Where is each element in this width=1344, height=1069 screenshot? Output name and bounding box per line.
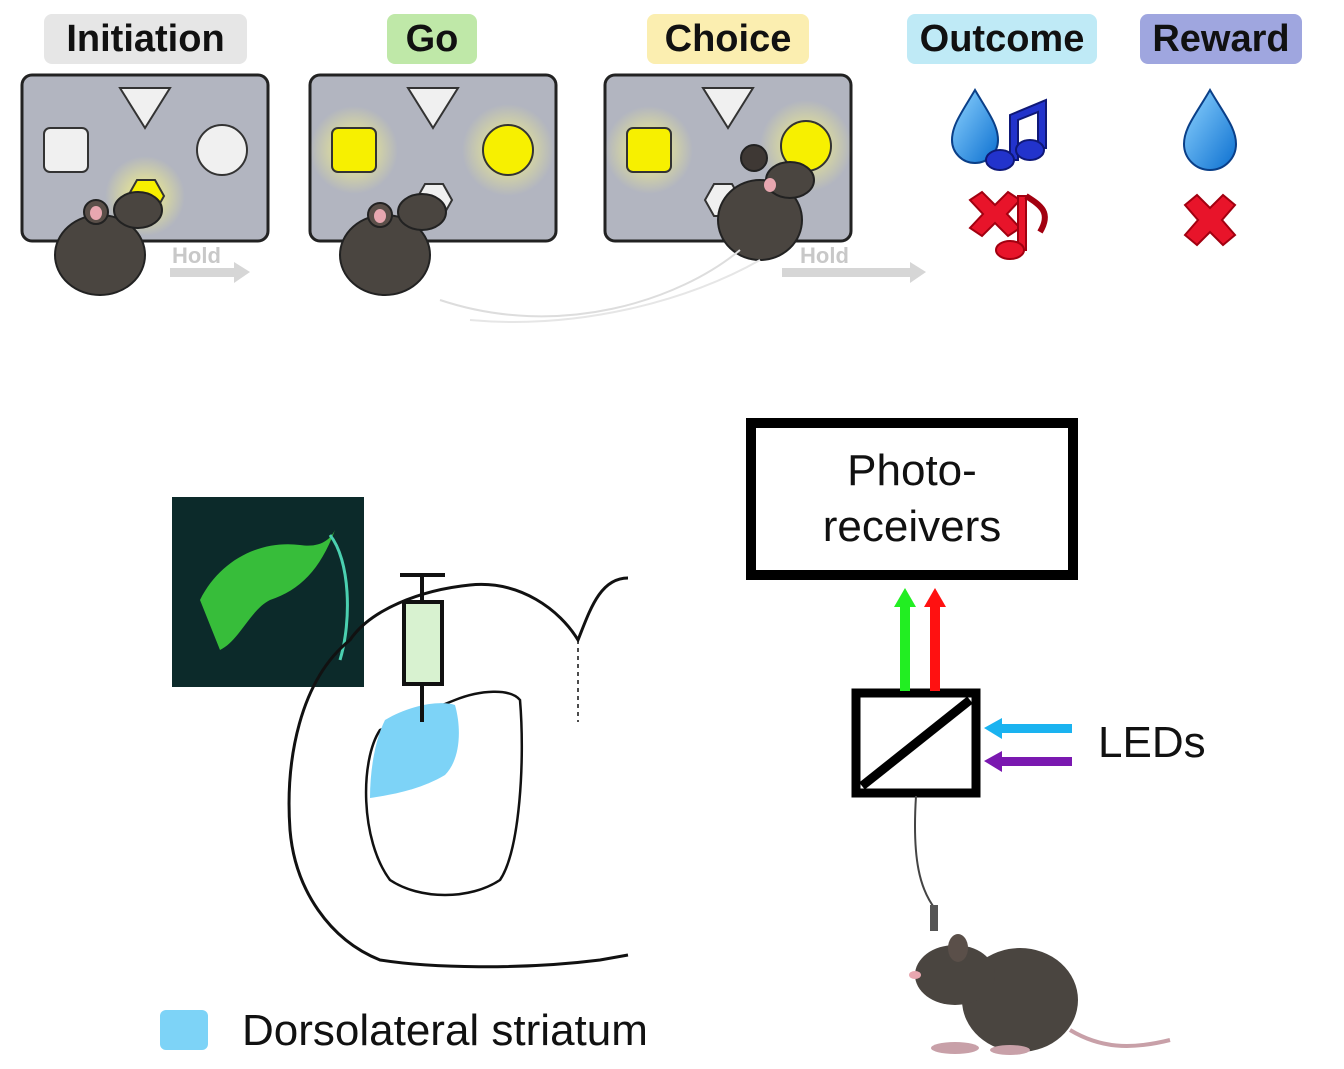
hold-label-1: Hold: [172, 243, 221, 268]
music-note-icon: [995, 193, 1048, 260]
stage-label-reward: Reward: [1140, 14, 1302, 64]
blue-led-arrow: [984, 718, 1072, 739]
optic-fiber: [913, 795, 937, 911]
stage-label-initiation: Initiation: [44, 14, 247, 64]
histology-image: [172, 497, 364, 687]
striatum-region: [370, 703, 459, 798]
syringe-icon: [400, 573, 445, 722]
stage-label-go: Go: [387, 14, 477, 64]
legend-label: Dorsolateral striatum: [242, 1006, 648, 1055]
panel-go: [308, 73, 558, 243]
circle-port: [196, 124, 248, 176]
water-drop-icon: [1182, 88, 1238, 171]
hold-label-2: Hold: [800, 243, 849, 268]
legend-swatch: [160, 1010, 208, 1050]
water-drop-icon: [950, 88, 1000, 164]
purple-led-arrow: [984, 751, 1072, 772]
movement-trace: [439, 249, 741, 318]
mouse-icon: [717, 144, 815, 261]
brain-section: [287, 576, 629, 969]
stage-label-outcome: Outcome: [907, 14, 1097, 64]
cross-icon: [1183, 193, 1237, 247]
triangle-port: [118, 87, 172, 130]
beam-splitter-icon: [851, 688, 981, 798]
leds-label: LEDs: [1098, 718, 1206, 767]
mouse-icon: [54, 191, 163, 296]
photoreceivers-box: Photo- receivers: [746, 418, 1078, 580]
mouse-icon: [909, 934, 1171, 1055]
stage-label-choice: Choice: [647, 14, 809, 64]
hold-arrow-2: [782, 262, 926, 283]
photoreceivers-line1: Photo-: [847, 446, 977, 495]
mouse-icon: [339, 193, 447, 296]
hold-arrow-1: [170, 262, 250, 283]
cross-icon: [968, 190, 1022, 238]
square-port: [43, 127, 89, 173]
fiber-ferrule: [930, 905, 938, 931]
photoreceivers-line2: receivers: [822, 502, 1002, 551]
green-emission-arrow: [894, 588, 916, 691]
red-emission-arrow: [924, 588, 946, 691]
music-note-icon: [985, 98, 1047, 171]
